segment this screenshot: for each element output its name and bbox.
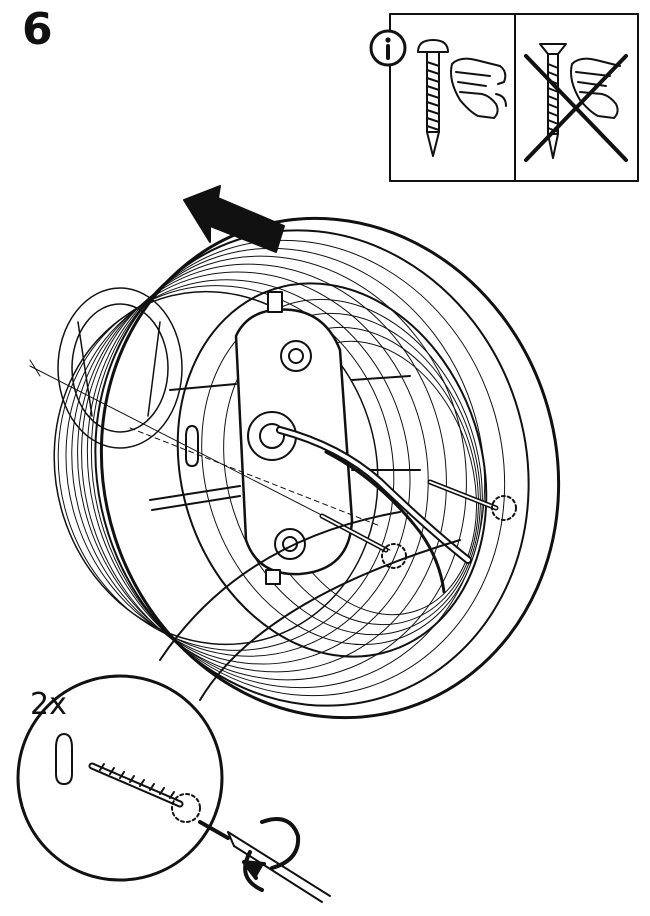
screw [427, 479, 517, 521]
cross-out-icon [524, 54, 628, 162]
push-direction-arrow-icon [183, 185, 285, 253]
clockwise-rotation-icon [242, 817, 301, 892]
mounting-bracket [149, 291, 421, 585]
keyhole-slot-icon [185, 425, 199, 467]
zoom-callout-leader [159, 511, 461, 701]
pan-head-screw-icon [417, 39, 449, 157]
detail-callout [16, 674, 331, 903]
step-number: 6 [22, 4, 53, 55]
keyhole-slot-icon [55, 733, 73, 785]
quantity-label: 2x [30, 687, 67, 722]
canopy-back-outline [57, 287, 183, 449]
screwdriver-icon [198, 820, 331, 903]
hand-icon [450, 57, 507, 119]
info-panel [369, 13, 639, 182]
power-cable [276, 426, 472, 594]
screw [319, 513, 407, 569]
info-icon [369, 29, 407, 67]
hand-icon [570, 57, 621, 119]
lamp-shade [53, 216, 561, 720]
